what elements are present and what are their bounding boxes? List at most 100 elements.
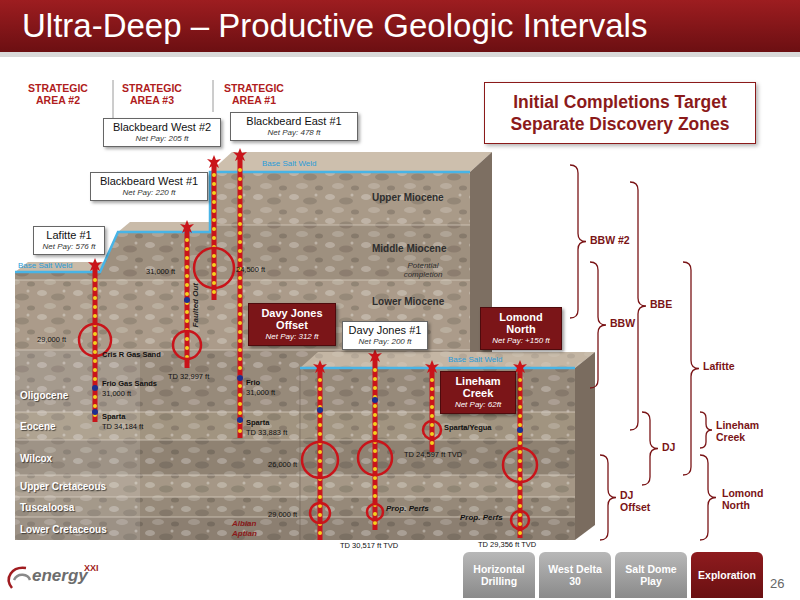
node-heading: Lafitte #1: [37, 229, 101, 242]
pay-zone-dots: [238, 170, 242, 436]
salt-weld-label: Base Salt Weld: [262, 160, 317, 169]
discovery-box: Davy Jones OffsetNet Pay: 312 ft: [248, 303, 336, 346]
header-bar: [0, 52, 800, 57]
well-box: Davy Jones #1Net Pay: 200 ft: [342, 321, 428, 350]
wellhead-symbol: [207, 155, 221, 168]
page-number: 26: [770, 577, 784, 591]
pay-zone-dots: [318, 380, 322, 538]
target-zone-circle: [79, 248, 537, 529]
discovery-box: Lineham CreekNet Pay: 62ft: [440, 371, 516, 414]
fault-note: Faulted Out: [192, 283, 201, 327]
sand-name: Cris R Gas Sand: [102, 351, 161, 359]
slide-title: Ultra-Deep – Productive Geologic Interva…: [22, 7, 647, 45]
depth-label: TD 32,997 ft: [168, 373, 209, 381]
net-pay: Net Pay: 312 ft: [253, 331, 331, 342]
logo-text: energy: [32, 567, 88, 586]
marker-dot: [92, 385, 98, 391]
marker-dot: [317, 407, 323, 413]
bracket-label: BBE: [650, 299, 672, 311]
depth-label: 24,500 ft: [236, 266, 265, 274]
layer-name: Tuscaloosa: [20, 502, 74, 513]
wellhead-symbol: [180, 220, 194, 233]
node-heading: Davy Jones Offset: [253, 307, 331, 331]
node-heading: Horizontal Drilling: [467, 563, 531, 587]
salt-weld-line: [300, 367, 575, 370]
well-box: Lafitte #1Net Pay: 576 ft: [33, 226, 105, 255]
bracket: [570, 165, 586, 318]
wellhead-symbol: [313, 360, 327, 373]
area-divider: [213, 80, 214, 112]
depth-label: 29,000 ft: [37, 336, 66, 344]
rock-block: [300, 352, 595, 368]
bracket: [590, 262, 606, 388]
layer-name: Upper Cretaceous: [20, 481, 106, 492]
bracket: [700, 412, 712, 448]
layer-name: Wilcox: [20, 453, 52, 464]
rock-block: [0, 140, 600, 540]
formation-name: Middle Miocene: [372, 243, 446, 254]
bracket: [570, 165, 716, 540]
rock-block: [0, 140, 600, 540]
nav-tab: Salt Dome Play: [615, 552, 687, 598]
marker-dot: [372, 397, 378, 403]
target-zone-circle: [511, 511, 529, 529]
bracket: [600, 455, 616, 540]
net-pay: Net Pay: 220 ft: [94, 188, 204, 198]
nav-tab: Horizontal Drilling: [463, 552, 535, 598]
target-zone-circle: [503, 448, 537, 482]
target-zone-circle: [358, 441, 392, 475]
wellhead-symbol: [233, 148, 247, 161]
depth-label: TD 33,883 ft: [246, 429, 287, 437]
logo-swirl: [9, 568, 30, 588]
area-divider: [113, 80, 114, 118]
sand-name: Frio Gas Sands: [102, 380, 157, 388]
area-label: STRATEGIC AREA #1: [218, 82, 290, 106]
well-box: Blackbeard West #2Net Pay: 205 ft: [103, 118, 221, 147]
pay-zone-dots: [518, 380, 522, 536]
area-label: STRATEGIC AREA #2: [22, 82, 94, 106]
text-holder: Horizontal Drilling: [467, 563, 531, 587]
nav-tab: Exploration: [691, 552, 763, 598]
net-pay: Net Pay: 200 ft: [346, 337, 424, 347]
bracket-label: BBW: [610, 318, 635, 330]
formation-name: Lower Miocene: [372, 296, 444, 307]
node-heading: Lineham Creek: [445, 375, 511, 399]
layer-name: Oligocene: [20, 390, 68, 401]
depth-label: TD 30,517 ft TVD: [340, 542, 398, 550]
node-heading: Blackbeard West #1: [94, 175, 204, 188]
marker-dot: [237, 375, 243, 381]
well-box: Blackbeard East #1Net Pay: 478 ft: [230, 112, 358, 141]
target-zone-circle: [310, 503, 330, 523]
text-holder: Salt Dome Play: [619, 563, 683, 587]
note: Potential completion: [392, 262, 454, 280]
well-box: Blackbeard West #1Net Pay: 220 ft: [90, 172, 208, 201]
area-label: STRATEGIC AREA #3: [116, 82, 188, 106]
node-heading: Salt Dome Play: [619, 563, 683, 587]
nav-tab: West Delta 30: [539, 552, 611, 598]
bracket: [700, 455, 716, 540]
rock-block: [0, 140, 600, 540]
pay-zone-dots: [185, 240, 189, 365]
marker-dot: [184, 297, 190, 303]
logo-text: XXI: [84, 564, 99, 574]
node-heading: West Delta 30: [543, 563, 607, 587]
pay-zone-dots: [93, 280, 97, 420]
well-bore: [212, 164, 217, 300]
target-zone-circle: [173, 331, 201, 359]
rock-block: [0, 280, 600, 281]
bracket: [683, 262, 699, 475]
net-pay: Net Pay: 62ft: [445, 399, 511, 410]
bracket-label: DJ: [662, 442, 675, 454]
stage-name: Aptian: [232, 530, 257, 539]
bracket-label: Lomond North: [722, 488, 782, 511]
net-pay: Net Pay: 205 ft: [107, 134, 217, 144]
depth-label: TD 34,184 ft: [102, 423, 143, 431]
logo-swirl: [9, 568, 26, 588]
target-zone-circle: [302, 442, 338, 478]
formation-name: Upper Miocene: [372, 192, 444, 203]
depth-label: 31,000 ft: [102, 390, 131, 398]
target-zone-circle: [194, 248, 234, 288]
formation-name: Sparta/Yegua: [444, 424, 492, 432]
bracket-label: DJ Offset: [620, 490, 665, 513]
